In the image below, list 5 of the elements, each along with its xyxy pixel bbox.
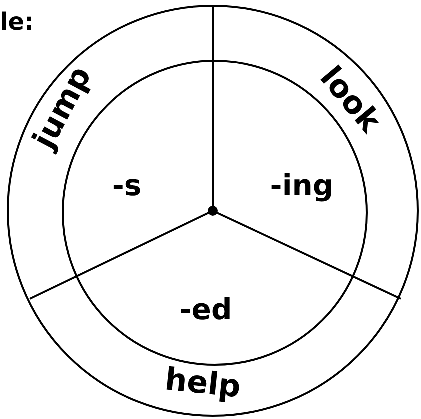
- suffix-label: -ing: [270, 172, 334, 200]
- suffix-label: -ed: [180, 296, 232, 324]
- suffix-label: -s: [112, 172, 142, 200]
- word-label: help: [164, 364, 242, 404]
- heading-fragment: le:: [0, 10, 34, 34]
